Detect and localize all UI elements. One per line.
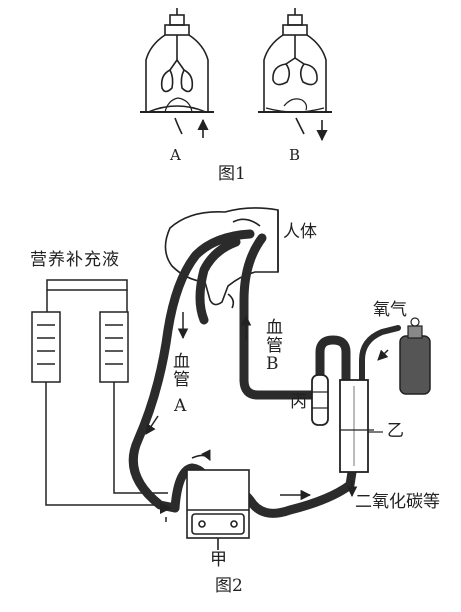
vessel-a-letter: A [174, 396, 187, 416]
pump-jia [186, 469, 250, 550]
bell-jar-a [140, 8, 214, 138]
nutrient-label: 营养补充液 [30, 250, 120, 270]
pump-label: 甲 [210, 550, 227, 570]
flow-arrows [145, 312, 389, 501]
vessel-b-letter: B [266, 354, 279, 374]
co2-label: 二氧化碳等 [355, 492, 440, 512]
bell-jar-b [258, 8, 332, 142]
figure2-caption: 图2 [215, 576, 243, 596]
vessel-b-chars: 血管 [262, 318, 282, 354]
filter-bing [311, 374, 329, 426]
vessel-a-chars: 血管 [169, 352, 189, 388]
valve-icon [160, 502, 172, 514]
human-head [164, 207, 279, 309]
label-a: A [170, 146, 181, 164]
oxygenator-label: 乙 [387, 421, 404, 441]
human-label: 人体 [283, 222, 317, 242]
oxygen-label: 氧气 [373, 300, 407, 320]
nutrient-supply [31, 279, 168, 506]
figure1-caption: 图1 [218, 164, 246, 184]
filter-label: 丙 [290, 392, 307, 412]
label-b: B [289, 146, 301, 164]
oxygen-cylinder [399, 317, 431, 395]
